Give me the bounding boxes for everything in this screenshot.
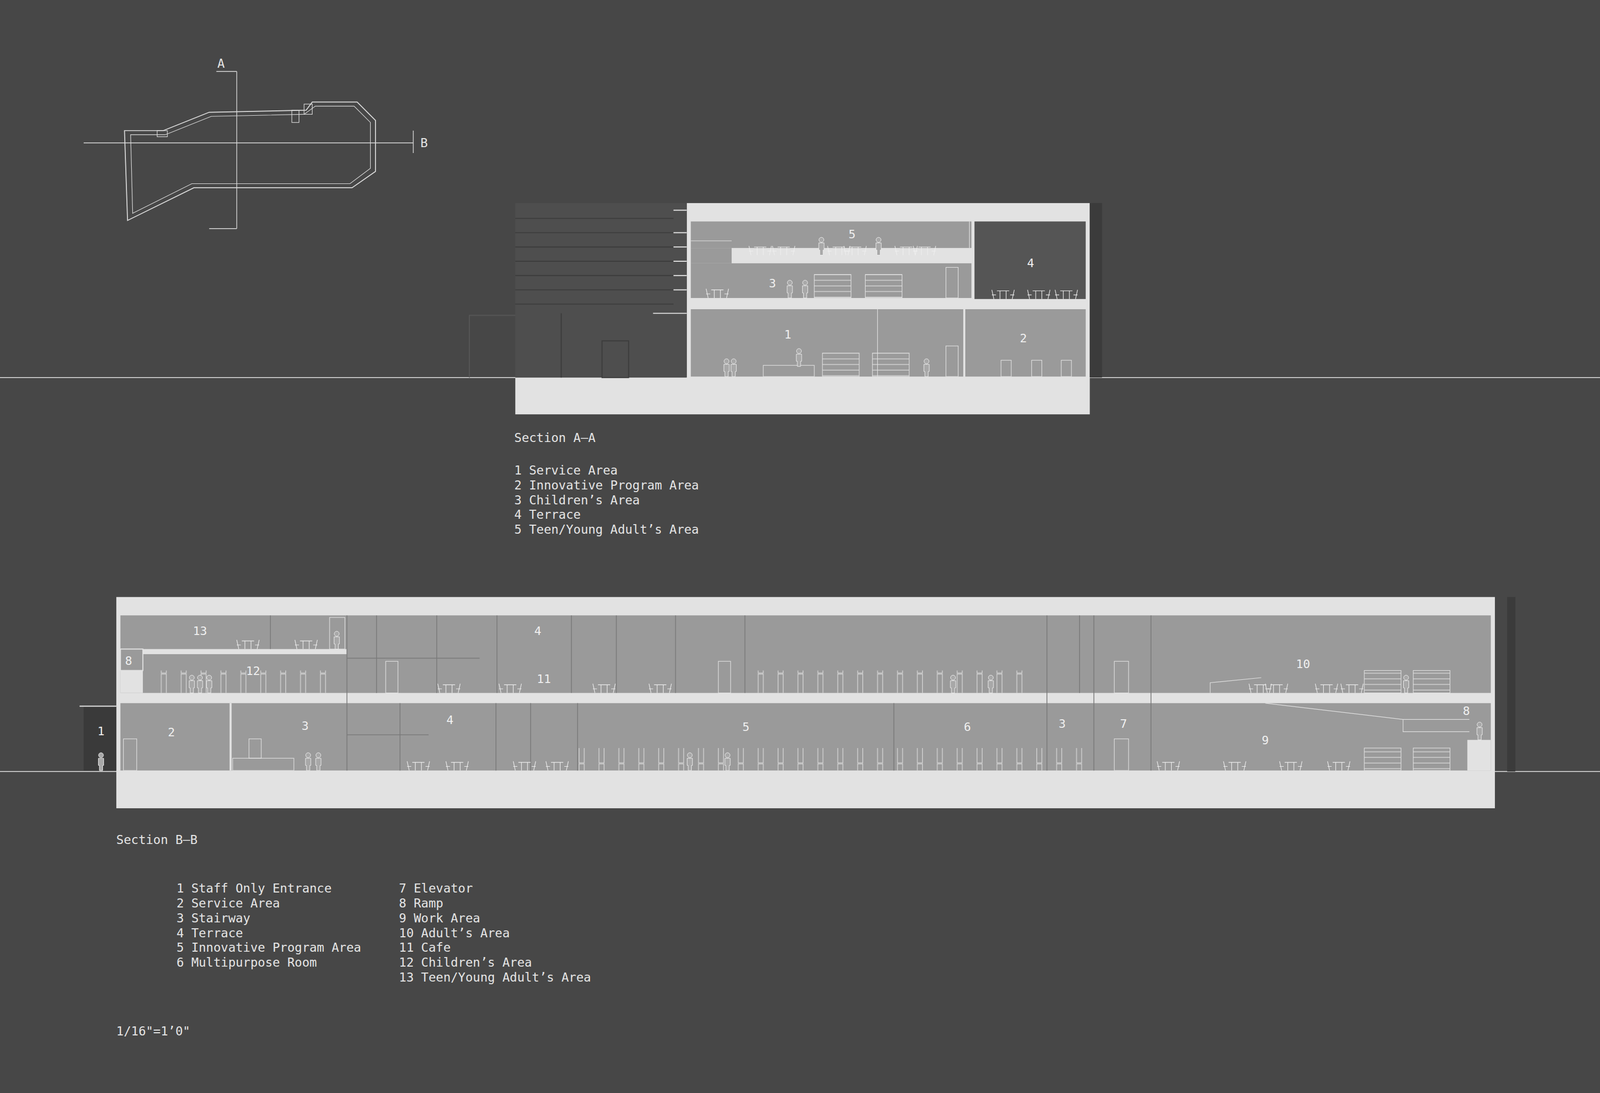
key-entry: 3 Children’s Area: [514, 493, 640, 507]
callout-number: 4: [534, 625, 542, 638]
key-entry: 11 Cafe: [398, 941, 451, 955]
key-entry: 4 Terrace: [176, 926, 244, 940]
key-entry: 5 Teen/Young Adult’s Area: [514, 523, 699, 536]
callout-number: 10: [1296, 658, 1311, 671]
key-entry: 9 Work Area: [398, 912, 480, 925]
room-area: 11: [408, 665, 684, 693]
callout-number: 12: [245, 665, 261, 678]
callout-number: 13: [193, 625, 208, 638]
callout-number: 3: [1058, 718, 1066, 731]
key-entry: 8 Ramp: [398, 897, 444, 910]
room-area: 6: [893, 702, 1047, 771]
room-area: 5: [690, 221, 972, 248]
callout-number: 5: [848, 228, 856, 241]
section-title: Section B–B: [116, 833, 198, 846]
key-entry: 4 Terrace: [514, 508, 581, 522]
key-entry: 5 Innovative Program Area: [176, 941, 362, 955]
room-area: 8: [1459, 702, 1491, 740]
key-entry: 7 Elevator: [398, 882, 473, 895]
key-entry: 2 Service Area: [176, 897, 280, 910]
room-area: 5: [577, 702, 894, 771]
room-area: 3: [232, 702, 347, 771]
scale-note: 1/16"=1’0": [116, 1025, 190, 1038]
room-area: 13: [120, 615, 271, 650]
key-entry: 13 Teen/Young Adult’s Area: [398, 971, 591, 984]
room-area: 7: [1093, 702, 1151, 771]
callout-number: 8: [1462, 705, 1470, 718]
callout-number: 6: [963, 721, 971, 734]
callout-number: 4: [1027, 257, 1035, 270]
room-area: 3: [1046, 702, 1094, 771]
section-title: Section A–A: [514, 431, 596, 444]
callout-number: 2: [168, 726, 175, 739]
room-area: 12: [142, 653, 348, 693]
room-area: 2: [965, 309, 1086, 377]
room-area: 4: [347, 702, 578, 771]
key-entry: 10 Adult’s Area: [398, 926, 510, 940]
room-area: 9: [1150, 702, 1468, 771]
room-area: 8: [120, 649, 143, 671]
callout-number: 4: [446, 714, 454, 727]
key-entry: 1 Service Area: [514, 464, 618, 477]
callout-number: 1: [97, 725, 105, 738]
callout-number: 3: [769, 277, 776, 290]
key-entry: 2 Innovative Program Area: [514, 478, 699, 492]
key-entry: 3 Stairway: [176, 912, 251, 925]
room-area: 1: [83, 706, 117, 771]
callout-number: 11: [536, 673, 551, 686]
section-marker: B: [420, 136, 428, 149]
callout-number: 2: [1019, 332, 1027, 345]
section-marker: A: [217, 57, 226, 70]
key-entry: 12 Children’s Area: [398, 956, 532, 970]
callout-number: 5: [742, 721, 750, 734]
room-area: 10: [1150, 615, 1491, 693]
callout-number: 1: [784, 329, 791, 341]
room-area: 4 11: [347, 615, 746, 693]
room-area: 3: [690, 263, 972, 299]
key-entry: 6 Multipurpose Room: [176, 956, 317, 970]
callout-number: 3: [301, 720, 309, 733]
key-entry: 1 Staff Only Entrance: [176, 882, 332, 895]
callout-number: 8: [124, 655, 132, 668]
room-area: 2: [120, 702, 231, 771]
room-area: 4: [974, 221, 1086, 299]
callout-number: 7: [1120, 718, 1127, 731]
room-area: 1: [690, 309, 964, 377]
callout-number: 9: [1261, 734, 1269, 747]
